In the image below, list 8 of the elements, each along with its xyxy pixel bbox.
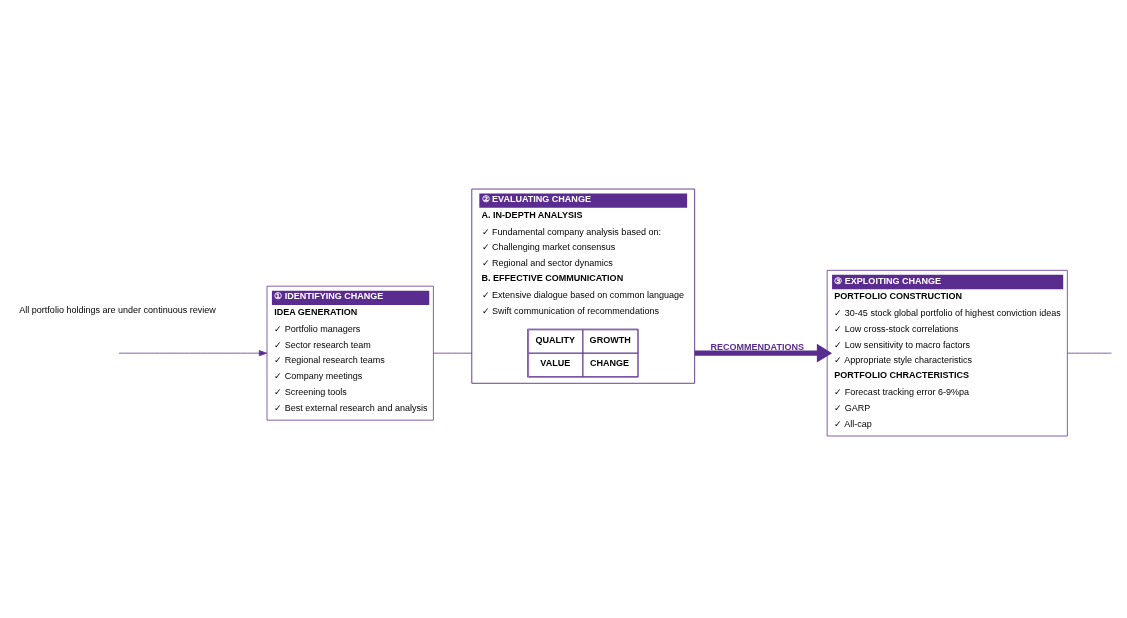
label: All portfolio holdings are under continuous review — [19, 304, 216, 315]
node-box: ③ EXPLOITING CHANGE PORTFOLIO CONSTRUCTION ✓ 30-45 stock global portfolio of highest conviction ideas ✓ Low cross-stock correlations ✓ Low sensitivity to macro factors ✓ Appropriate style characteristics PORTFOLIO CHRACTERISTICS ✓ Forecast tracking error 6-9%pa ✓ GARP ✓ All-cap — [826, 269, 1068, 436]
edge-label: RECOMMENDATIONS — [710, 341, 804, 352]
arrow — [118, 349, 268, 356]
connector — [1067, 352, 1112, 354]
connector — [433, 352, 473, 354]
node-box: ① IDENTIFYING CHANGE IDEA GENERATION ✓ Portfolio managers ✓ Sector research team ✓ Regional research teams ✓ Company meetings ✓ Screening tools ✓ Best external research and analysis — [266, 285, 434, 421]
arrow — [694, 343, 833, 362]
